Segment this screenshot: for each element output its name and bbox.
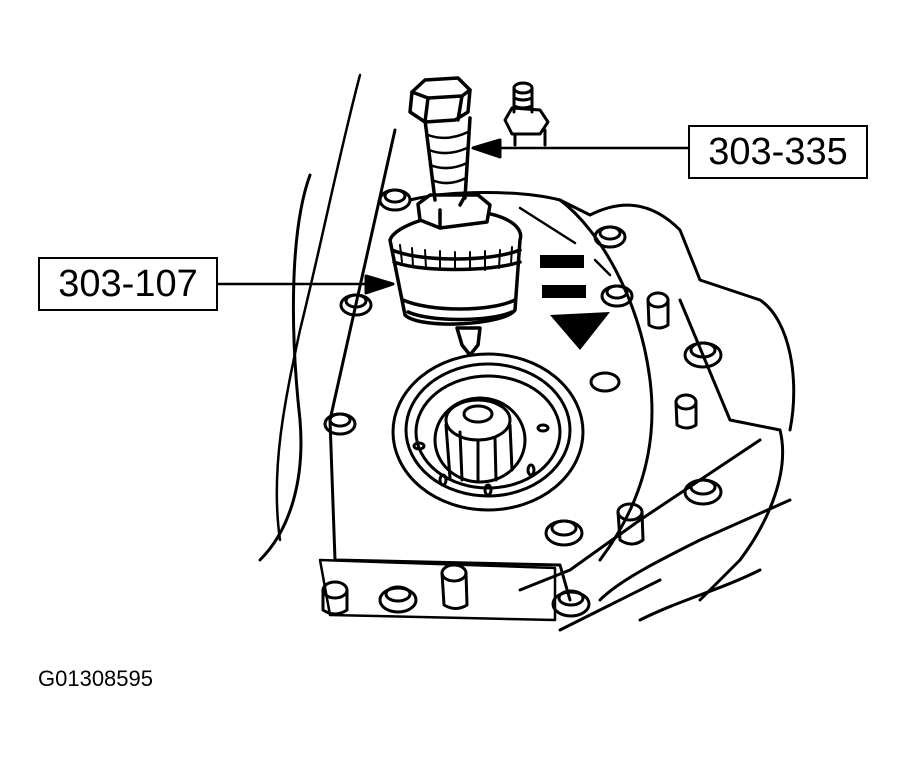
studs bbox=[321, 81, 723, 618]
leader-lines bbox=[216, 138, 690, 295]
hole bbox=[589, 371, 621, 393]
callout-label: 303-107 bbox=[58, 263, 198, 305]
callout-label: 303-335 bbox=[708, 131, 848, 173]
callout-303-335: 303-335 bbox=[688, 125, 868, 179]
seal-bore bbox=[391, 352, 585, 512]
callout-303-107: 303-107 bbox=[38, 257, 218, 311]
figure-id: G01308595 bbox=[38, 666, 153, 691]
direction-arrow-icon bbox=[540, 255, 610, 350]
tool-303-335 bbox=[408, 76, 492, 230]
tool-303-107 bbox=[388, 210, 523, 357]
